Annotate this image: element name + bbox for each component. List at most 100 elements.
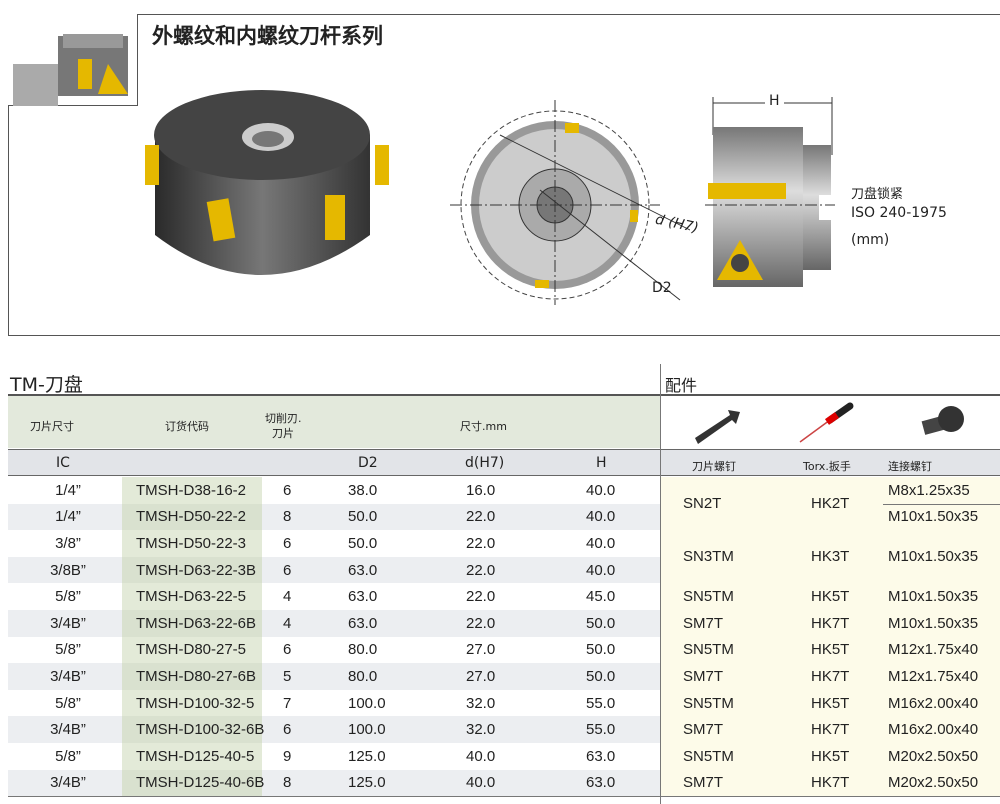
connecting-screw-cell: M16x2.00x40 — [888, 721, 979, 739]
front-view-drawing — [450, 100, 690, 305]
h-cell: 40.0 — [586, 481, 616, 499]
accessory-row: SN5TM HK5T M10x1.50x35 — [661, 583, 1000, 610]
connecting-screw-cell: M20x2.50x50 — [888, 747, 979, 765]
connecting-screw-cell: M20x2.50x50 — [888, 774, 979, 792]
order-code-cell: TMSH-D125-40-6B — [136, 774, 265, 792]
d2-cell: 63.0 — [348, 561, 378, 579]
order-code-bg — [122, 583, 262, 610]
thumbnail-image — [8, 14, 138, 106]
dh7-cell: 22.0 — [466, 534, 496, 552]
connecting-screw-cell: M16x2.00x40 — [888, 694, 979, 712]
order-code-bg — [122, 503, 262, 531]
teeth-cell: 6 — [283, 721, 292, 739]
torx-wrench-cell: HK3T — [811, 548, 850, 566]
teeth-cell: 9 — [283, 747, 292, 765]
col-torx: Torx.扳手 — [803, 460, 851, 473]
d2-cell: 50.0 — [348, 534, 378, 552]
teeth-cell: 8 — [283, 774, 292, 792]
teeth-cell: 6 — [283, 534, 292, 552]
column-divider — [660, 364, 661, 804]
ic-cell: 5/8” — [55, 694, 81, 712]
teeth-cell: 5 — [283, 667, 292, 685]
dh7-cell: 27.0 — [466, 667, 496, 685]
dh7-cell: 32.0 — [466, 694, 496, 712]
h-cell: 40.0 — [586, 561, 616, 579]
order-code-cell: TMSH-D125-40-5 — [136, 747, 255, 765]
table-subheader-row — [8, 449, 1000, 476]
insert-screw-image — [695, 410, 740, 444]
accessory-row: SN5TM HK5T M20x2.50x50 — [661, 743, 1000, 770]
col-dh7: d(H7) — [465, 455, 505, 471]
h-cell: 63.0 — [586, 774, 616, 792]
insert-screw-cell: SN5TM — [683, 588, 734, 606]
note-line3: (mm) — [851, 232, 890, 248]
h-cell: 55.0 — [586, 694, 616, 712]
order-code-bg — [122, 530, 262, 557]
insert-screw-cell: SN3TM — [683, 548, 734, 566]
connecting-screw-cell: M10x1.50x35 — [888, 588, 979, 606]
torx-wrench-cell: HK2T — [811, 495, 850, 513]
torx-wrench-cell: HK5T — [811, 694, 850, 712]
order-code-bg — [122, 636, 262, 664]
order-code-bg — [122, 716, 262, 743]
col-code-cn: 订货代码 — [165, 420, 209, 433]
dh7-cell: 40.0 — [466, 774, 496, 792]
col-teeth-cn2: 刀片 — [272, 427, 294, 440]
torx-wrench-cell: HK7T — [811, 774, 850, 792]
col-d2: D2 — [358, 455, 378, 471]
d2-cell: 100.0 — [348, 694, 386, 712]
h-cell: 55.0 — [586, 721, 616, 739]
d2-cell: 80.0 — [348, 641, 378, 659]
ic-cell: 5/8” — [55, 747, 81, 765]
insert-screw-cell: SN5TM — [683, 641, 734, 659]
order-code-bg — [122, 477, 262, 504]
dh7-cell: 16.0 — [466, 481, 496, 499]
ic-cell: 1/4” — [55, 481, 81, 499]
dh7-cell: 22.0 — [466, 614, 496, 632]
h-cell: 50.0 — [586, 614, 616, 632]
order-code-bg — [122, 556, 262, 584]
col-ic: IC — [56, 455, 70, 471]
connecting-screw-cell: M10x1.50x35 — [888, 508, 979, 526]
col-dims-cn: 尺寸.mm — [460, 420, 507, 433]
order-code-bg — [122, 769, 262, 797]
order-code-cell: TMSH-D38-16-2 — [136, 481, 247, 499]
d2-cell: 125.0 — [348, 747, 386, 765]
dh7-cell: 22.0 — [466, 561, 496, 579]
torx-wrench-cell: HK7T — [811, 721, 850, 739]
col-screw: 刀片螺钉 — [692, 460, 736, 473]
insert-screw-cell: SN5TM — [683, 747, 734, 765]
order-code-cell: TMSH-D63-22-6B — [136, 614, 257, 632]
col-h: H — [596, 455, 607, 471]
h-cell: 50.0 — [586, 641, 616, 659]
ic-cell: 3/8B” — [50, 561, 86, 579]
dh7-cell: 22.0 — [466, 588, 496, 606]
d2-cell: 38.0 — [348, 481, 378, 499]
teeth-cell: 7 — [283, 694, 292, 712]
dim-h-label: H — [765, 93, 784, 109]
dh7-cell: 32.0 — [466, 721, 496, 739]
h-cell: 40.0 — [586, 508, 616, 526]
order-code-cell: TMSH-D50-22-2 — [136, 508, 247, 526]
ic-cell: 1/4” — [55, 508, 81, 526]
order-code-cell: TMSH-D80-27-6B — [136, 667, 257, 685]
d2-cell: 50.0 — [348, 508, 378, 526]
insert-screw-cell: SN5TM — [683, 694, 734, 712]
col-teeth-cn1: 切削刃. — [265, 412, 302, 425]
order-code-bg — [122, 689, 262, 717]
d2-cell: 80.0 — [348, 667, 378, 685]
torx-wrench-cell: HK5T — [811, 588, 850, 606]
ic-cell: 3/4B” — [50, 667, 86, 685]
connecting-screw-cell: M12x1.75x40 — [888, 641, 979, 659]
dh7-cell: 40.0 — [466, 747, 496, 765]
torx-wrench-cell: HK5T — [811, 747, 850, 765]
order-code-cell: TMSH-D100-32-5 — [136, 694, 255, 712]
torx-wrench-cell: HK5T — [811, 641, 850, 659]
h-cell: 40.0 — [586, 534, 616, 552]
h-cell: 45.0 — [586, 588, 616, 606]
teeth-cell: 4 — [283, 614, 292, 632]
